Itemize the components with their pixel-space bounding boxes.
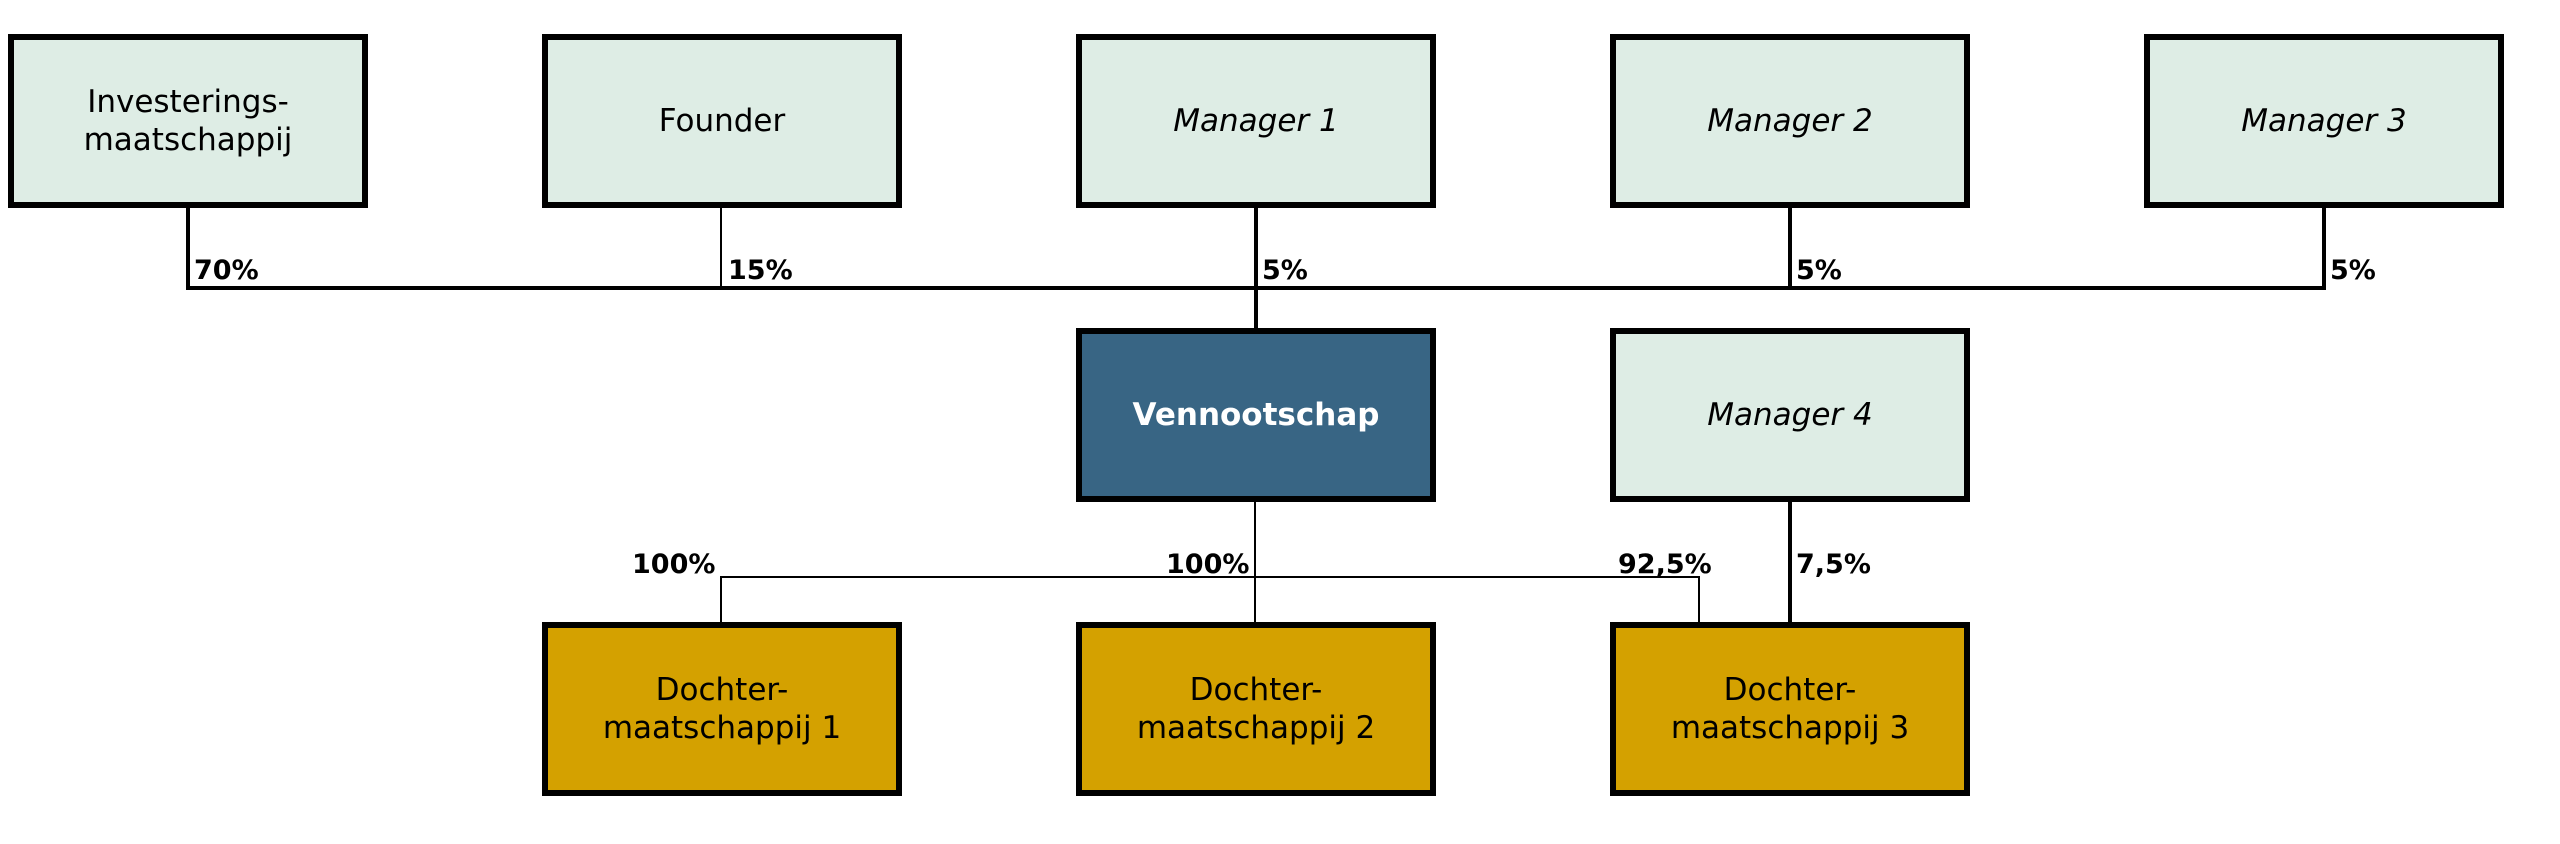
share-label-subsidiary1: 100% [632, 549, 716, 580]
subsidiary3-label: Dochter- maatschappij 3 [1670, 672, 1910, 746]
connector-manager1 [1254, 206, 1258, 330]
manager3-box: Manager 3 [2144, 34, 2504, 208]
founder-label: Founder [658, 103, 786, 139]
share-label-founder: 15% [728, 255, 793, 286]
connector-founder [720, 206, 722, 290]
share-label-subsidiary2: 100% [1166, 549, 1250, 580]
investment-company-box: Investerings- maatschappij [8, 34, 368, 208]
subsidiary2-box: Dochter- maatschappij 2 [1076, 622, 1436, 796]
manager1-box: Manager 1 [1076, 34, 1436, 208]
share-label-manager3: 5% [2330, 255, 2376, 286]
manager3-label: Manager 3 [2241, 103, 2407, 139]
share-label-manager1: 5% [1262, 255, 1308, 286]
subsidiary2-label: Dochter- maatschappij 2 [1136, 672, 1376, 746]
connector-manager4-subsidiary3 [1788, 500, 1792, 624]
connector-manager2 [1788, 206, 1792, 290]
subsidiary-bus-line [720, 576, 1700, 578]
connector-manager3 [2322, 206, 2326, 290]
subsidiary1-label: Dochter- maatschappij 1 [602, 672, 842, 746]
connector-subsidiary3-company [1698, 576, 1700, 624]
manager2-box: Manager 2 [1610, 34, 1970, 208]
company-box: Vennootschap [1076, 328, 1436, 502]
connector-investment-company [186, 206, 190, 290]
manager1-label: Manager 1 [1173, 103, 1339, 139]
manager4-label: Manager 4 [1707, 397, 1873, 433]
company-label: Vennootschap [1132, 397, 1380, 433]
subsidiary1-box: Dochter- maatschappij 1 [542, 622, 902, 796]
share-label-subsidiary3-manager4: 7,5% [1796, 549, 1871, 580]
investment-company-label: Investerings- maatschappij [83, 84, 293, 158]
subsidiary3-box: Dochter- maatschappij 3 [1610, 622, 1970, 796]
manager2-label: Manager 2 [1707, 103, 1873, 139]
connector-company-down [1254, 500, 1256, 624]
share-label-investment-company: 70% [194, 255, 259, 286]
share-label-subsidiary3-company: 92,5% [1618, 549, 1712, 580]
connector-subsidiary1 [720, 576, 722, 624]
founder-box: Founder [542, 34, 902, 208]
share-label-manager2: 5% [1796, 255, 1842, 286]
shareholder-bus-line [186, 286, 2326, 290]
manager4-box: Manager 4 [1610, 328, 1970, 502]
